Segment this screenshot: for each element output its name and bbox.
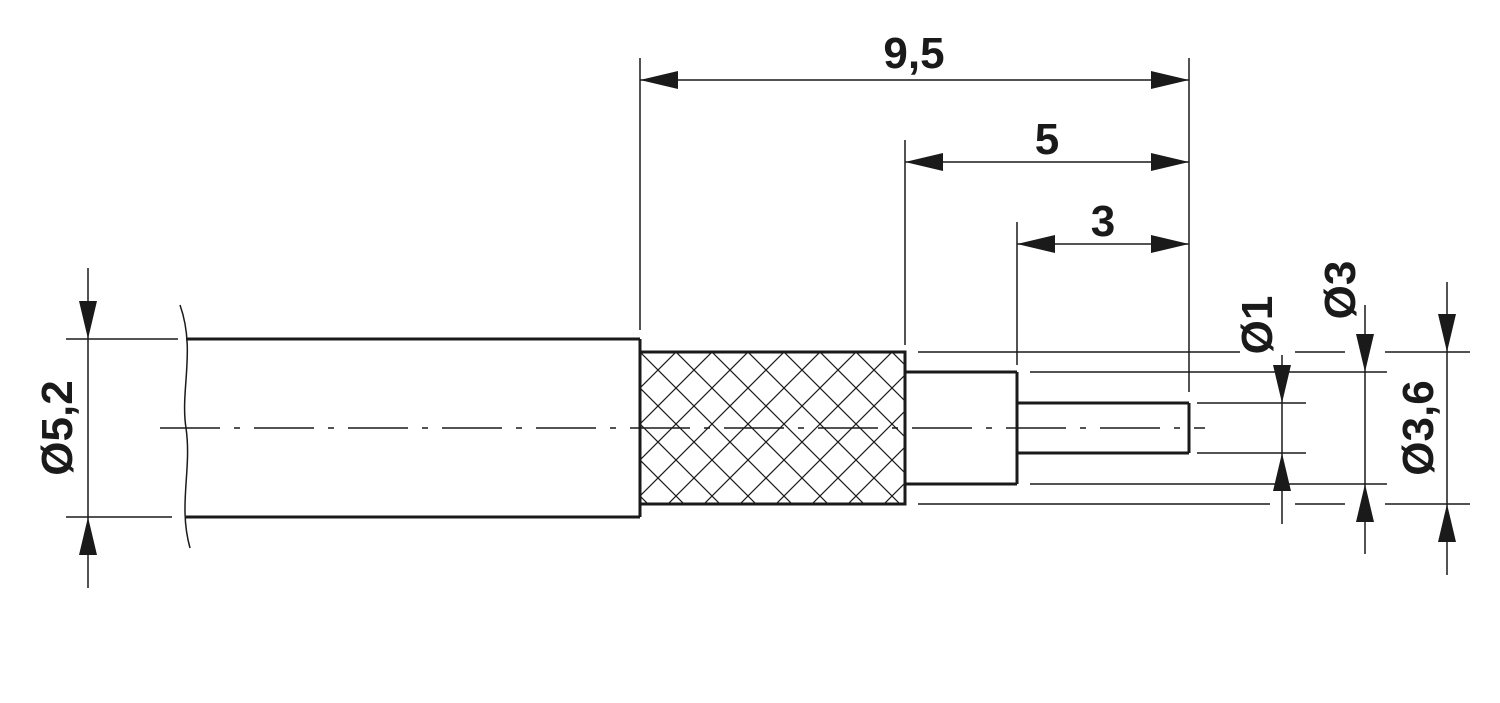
dim-dielectric-diameter: Ø3: [1030, 261, 1387, 554]
dim-label-d5-2: Ø5,2: [33, 380, 82, 475]
dim-conductor-strip: 3: [1016, 197, 1189, 365]
dim-label-d3: Ø3: [1316, 261, 1365, 320]
dim-label-d3-6: Ø3,6: [1394, 380, 1443, 475]
dim-label-5: 5: [1035, 115, 1059, 164]
dim-overall-strip: 9,5: [639, 29, 1190, 392]
inner-conductor: [1017, 401, 1191, 455]
dim-label-d1: Ø1: [1233, 296, 1282, 355]
dim-braid-diameter: Ø3,6: [918, 282, 1470, 575]
cable-jacket: [179, 304, 642, 549]
dim-label-3: 3: [1091, 197, 1115, 246]
dim-label-9-5: 9,5: [883, 29, 944, 78]
dim-conductor-diameter: Ø1: [1197, 296, 1306, 524]
dim-outer-diameter: Ø5,2: [33, 268, 178, 588]
dim-dielectric-strip: 5: [904, 115, 1189, 345]
